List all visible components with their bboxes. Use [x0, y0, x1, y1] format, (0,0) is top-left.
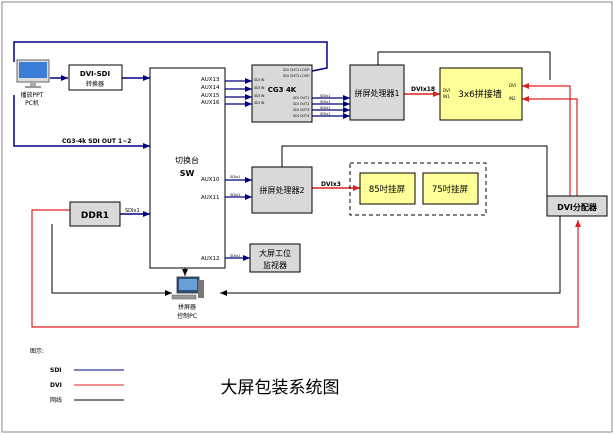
- svg-text:CG3 4K: CG3 4K: [268, 86, 297, 94]
- svg-text:85吋挂屏: 85吋挂屏: [369, 184, 406, 195]
- aux13-label: AUX13: [201, 77, 220, 83]
- splice-processor-2: 拼屏处理器2: [251, 166, 313, 214]
- svg-text:SDI OUT4: SDI OUT4: [293, 114, 309, 118]
- switcher: 切换台 SW AUX13 AUX14 AUX15 AUX16 AUX10 AUX…: [149, 67, 226, 269]
- dvi-loop-bottom: [31, 209, 581, 328]
- svg-text:SDI OUT1 LOOP: SDI OUT1 LOOP: [283, 68, 309, 72]
- dvi-splitter-box: DVI分配器: [546, 195, 608, 217]
- control-pc-label-2: 控制PC: [177, 312, 197, 320]
- aux10-label: AUX10: [201, 177, 220, 183]
- svg-text:3x6拼接墙: 3x6拼接墙: [458, 88, 502, 100]
- aux12-label: AUX12: [201, 256, 220, 262]
- net-line-mid: [281, 145, 548, 196]
- dvi-sdi-converter: DVI-SDI 转换器: [68, 64, 123, 91]
- svg-text:DVI: DVI: [443, 88, 450, 93]
- imac-icon: [16, 59, 50, 88]
- splice-processor-1: 拼屏处理器1: [349, 64, 405, 121]
- sdi-cg-out: [13, 95, 150, 149]
- net-ddr-pc: [51, 224, 172, 296]
- video-wall-3x6: 3x6拼接墙 DVI IN1 DVI IN2: [439, 67, 523, 121]
- ppt-pc-label-1: 播放PPT: [21, 91, 44, 99]
- svg-text:SDI OUT2: SDI OUT2: [293, 102, 309, 106]
- svg-text:SDI IN: SDI IN: [254, 78, 265, 82]
- svg-text:SDI OUT1: SDI OUT1: [293, 96, 309, 100]
- connections: [13, 41, 581, 328]
- legend-heading: 图示:: [30, 348, 44, 355]
- svg-text:拼屏处理器1: 拼屏处理器1: [354, 88, 399, 98]
- svg-text:SDIx1: SDIx1: [320, 106, 331, 110]
- net-line-top: [377, 51, 551, 80]
- diagram-title: 大屏包装系统图: [221, 378, 340, 398]
- svg-text:SDI OUT2 LOOP: SDI OUT2 LOOP: [283, 74, 309, 78]
- desktop-pc-icon: [171, 276, 204, 300]
- legend-label-dvi: DVI: [50, 382, 62, 389]
- svg-text:SDIx1: SDIx1: [320, 100, 331, 104]
- aux11-label: AUX11: [201, 195, 220, 201]
- dvi3-label: DVIx3: [321, 181, 341, 188]
- svg-text:SW: SW: [180, 169, 195, 178]
- screen-75: 75吋挂屏: [422, 172, 479, 205]
- svg-text:IN2: IN2: [509, 96, 516, 101]
- legend: 图示: SDI DVI 网线: [30, 348, 124, 404]
- cg-out-label: CG3-4k SDI OUT 1~2: [62, 138, 131, 145]
- hanging-screens-group: [349, 162, 487, 216]
- net-splitter-pc: [220, 216, 561, 296]
- ppt-pc-label-2: PC机: [25, 99, 39, 107]
- svg-text:IN1: IN1: [443, 94, 450, 99]
- svg-text:切换台: 切换台: [175, 155, 199, 165]
- svg-text:拼屏处理器2: 拼屏处理器2: [259, 185, 304, 195]
- svg-text:SDI IN: SDI IN: [254, 86, 265, 90]
- svg-text:DVI分配器: DVI分配器: [557, 202, 598, 212]
- aux15-label: AUX15: [201, 93, 220, 99]
- svg-text:SDIx1: SDIx1: [320, 94, 331, 98]
- svg-text:SDIx1: SDIx1: [320, 112, 331, 116]
- dvi18-label: DVIx18: [411, 86, 435, 93]
- screen-85: 85吋挂屏: [359, 172, 416, 205]
- svg-text:DDR1: DDR1: [81, 211, 109, 221]
- legend-label-net: 网线: [50, 396, 62, 404]
- sdi-loop-top: [13, 41, 328, 72]
- svg-text:SDIx1: SDIx1: [230, 193, 241, 197]
- svg-text:SDIx1: SDIx1: [230, 254, 241, 258]
- cg3-4k-box: CG3 4K SDI IN SDI IN SDI IN SDI IN SDI O…: [251, 64, 313, 123]
- ddr-out-label: SDIx1: [125, 208, 140, 214]
- svg-text:监视器: 监视器: [263, 260, 287, 270]
- control-pc-label-1: 拼屏器: [178, 303, 196, 311]
- svg-text:SDIx1: SDIx1: [230, 175, 241, 179]
- aux16-label: AUX16: [201, 100, 220, 106]
- ddr1-box: DDR1: [69, 201, 121, 227]
- svg-text:DVI-SDI: DVI-SDI: [80, 70, 110, 78]
- legend-label-sdi: SDI: [50, 367, 62, 374]
- sdi-small-labels: SDIx1 SDIx1 SDIx1 SDIx1 SDIx1 SDIx1 SDIx…: [230, 94, 331, 258]
- svg-text:SDI OUT3: SDI OUT3: [293, 108, 309, 112]
- svg-text:大屏工位: 大屏工位: [259, 248, 291, 258]
- monitor-box: 大屏工位 监视器: [249, 243, 301, 273]
- svg-text:转换器: 转换器: [86, 80, 104, 88]
- svg-text:SDI IN: SDI IN: [254, 101, 265, 105]
- svg-text:SDI IN: SDI IN: [254, 94, 265, 98]
- aux14-label: AUX14: [201, 85, 220, 91]
- svg-text:DVI: DVI: [509, 83, 516, 88]
- svg-text:75吋挂屏: 75吋挂屏: [432, 184, 469, 195]
